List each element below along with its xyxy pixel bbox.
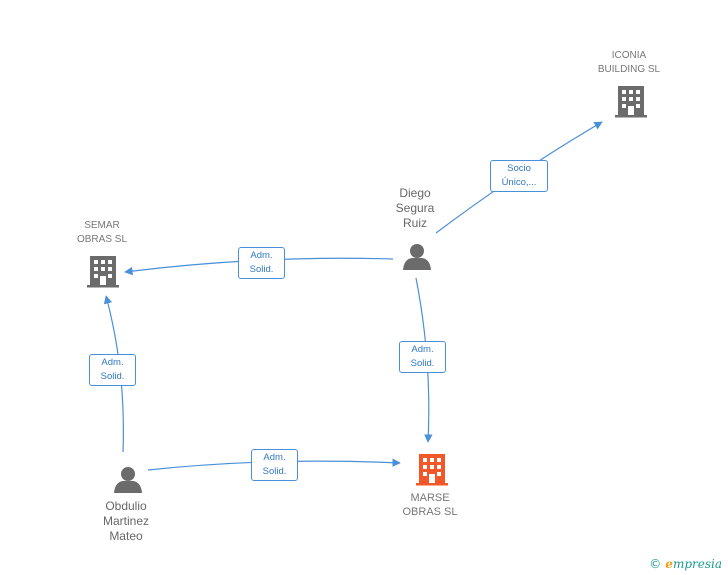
node-label-obdulio[interactable]: Obdulio Martinez Mateo [76, 499, 176, 544]
node-label-line: OBRAS SL [402, 506, 458, 518]
brand-e: e [665, 557, 673, 571]
node-label-marse[interactable]: MARSE OBRAS SL [380, 491, 480, 519]
node-label-line: ICONIA [611, 50, 647, 61]
building-icon-marse[interactable] [416, 454, 448, 486]
copyright-icon: © [649, 557, 662, 571]
node-label-line: Segura [395, 201, 435, 215]
building-icon-semar[interactable] [87, 256, 119, 288]
node-label-line: Obdulio [105, 499, 147, 513]
edge-label-line: Solid. [410, 358, 435, 369]
node-label-line: SEMAR [84, 220, 120, 231]
node-label-diego[interactable]: Diego Segura Ruiz [365, 186, 465, 231]
edge-label-line: Único,... [501, 177, 537, 188]
edge-label-diego-iconia[interactable]: Socio Único,... [490, 160, 548, 192]
edge-label-diego-marse[interactable]: Adm. Solid. [399, 341, 446, 373]
edge-label-line: Adm. [411, 344, 434, 355]
node-label-line: OBRAS SL [76, 234, 128, 245]
building-icon-iconia[interactable] [615, 84, 647, 118]
edge-label-obdulio-semar[interactable]: Adm. Solid. [89, 354, 136, 386]
node-label-line: BUILDING SL [597, 64, 661, 75]
brand-rest: mpresia [672, 557, 722, 571]
empresia-logo[interactable]: ©empresia [649, 557, 722, 571]
node-label-line: Diego [399, 186, 431, 200]
node-label-iconia[interactable]: ICONIA BUILDING SL [579, 49, 679, 77]
edge-label-line: Solid. [262, 466, 287, 477]
person-icon-obdulio[interactable] [114, 467, 142, 493]
edge-label-diego-semar[interactable]: Adm. Solid. [238, 247, 285, 279]
node-label-line: Martinez [102, 514, 149, 528]
edge-label-line: Adm. [263, 452, 286, 463]
edge-label-obdulio-marse[interactable]: Adm. Solid. [251, 449, 298, 481]
node-label-line: Ruiz [402, 216, 427, 230]
node-label-line: MARSE [410, 492, 450, 504]
edge-label-line: Socio [507, 163, 531, 174]
edge-label-line: Solid. [249, 264, 274, 275]
node-label-semar[interactable]: SEMAR OBRAS SL [52, 219, 152, 247]
edge-label-line: Adm. [101, 357, 124, 368]
person-icon-diego[interactable] [403, 244, 431, 270]
edge-label-line: Solid. [100, 371, 125, 382]
node-label-line: Mateo [109, 529, 143, 543]
edge-label-line: Adm. [250, 250, 273, 261]
